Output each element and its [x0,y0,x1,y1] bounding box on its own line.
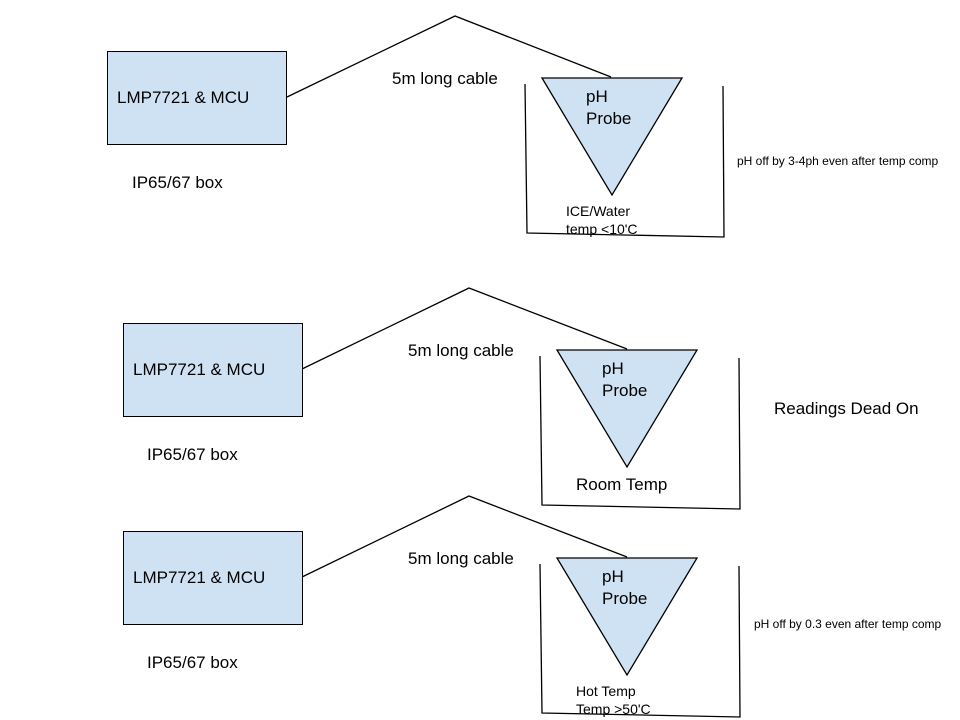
water-bath-container [524,83,725,238]
cable-label: 5m long cable [392,69,498,88]
ph-probe-triangle [555,557,699,677]
enclosure-label: IP65/67 box [147,445,238,464]
probe-label-line1: pH [586,87,608,106]
mcu-box [123,531,303,625]
mcu-box [107,51,287,145]
probe-label-line1: pH [602,567,624,586]
probe-label-line2: Probe [602,589,648,608]
enclosure-label: IP65/67 box [132,173,223,192]
water-bath-container [539,563,741,718]
cable-line [301,287,628,370]
probe-label-line2: Probe [586,109,632,128]
cable-line [286,15,612,98]
result-note: Readings Dead On [774,399,919,418]
cable-label: 5m long cable [408,341,514,360]
mcu-box-label: LMP7721 & MCU [133,568,266,587]
bath-label-line1: Room Temp [576,475,668,494]
mcu-box-label: LMP7721 & MCU [133,360,266,379]
ph-probe-triangle [555,349,699,469]
cable-line [301,495,628,578]
bath-label-line1: ICE/Water [566,203,631,219]
result-note: pH off by 3-4ph even after temp comp [737,154,939,168]
probe-label-line2: Probe [602,381,648,400]
mcu-box [123,323,303,417]
probe-label-line1: pH [602,359,624,378]
mcu-box-label: LMP7721 & MCU [117,88,250,107]
bath-label-line2: Temp >50'C [576,701,651,717]
ph-probe-triangle [540,77,684,197]
water-bath-container [539,355,741,510]
bath-label-line1: Hot Temp [576,683,636,699]
enclosure-label: IP65/67 box [147,653,238,672]
bath-label-line2: temp <10'C [566,221,638,237]
cable-label: 5m long cable [408,549,514,568]
result-note: pH off by 0.3 even after temp comp [754,617,942,631]
